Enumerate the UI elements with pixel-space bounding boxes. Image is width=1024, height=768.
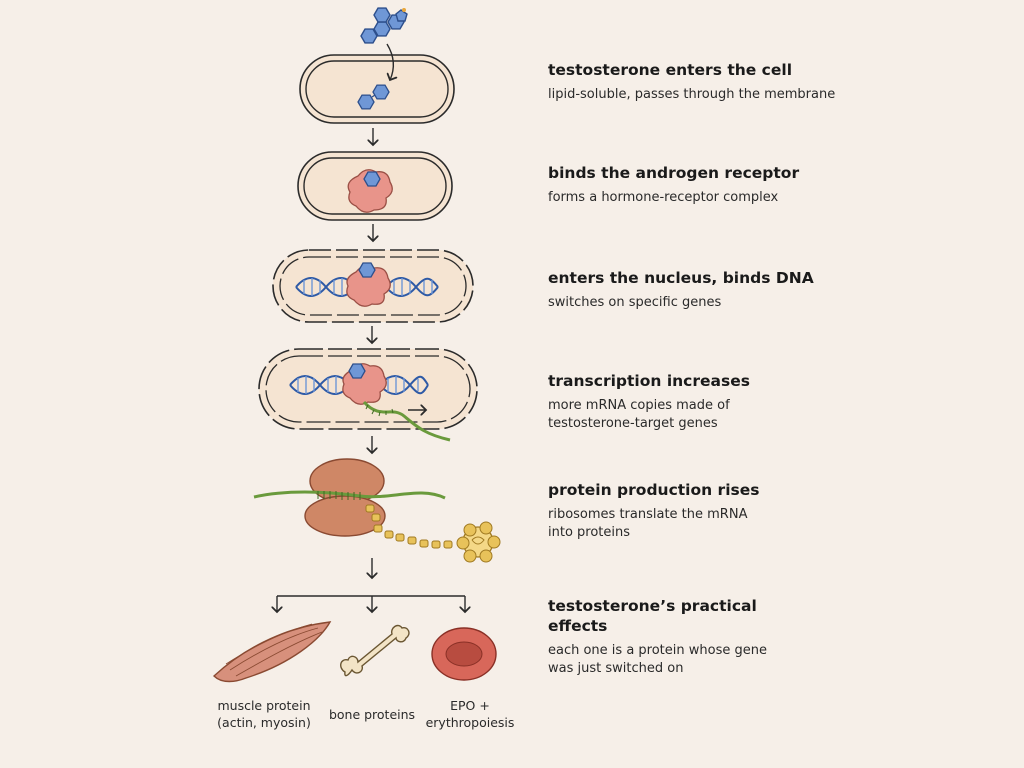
effect-label-bone: bone proteins bbox=[328, 707, 416, 722]
step-5: protein production rises ribosomes trans… bbox=[548, 480, 768, 542]
bone-icon bbox=[340, 624, 410, 677]
step-title: testosterone’s practical effects bbox=[548, 597, 757, 635]
step-3: enters the nucleus, binds DNA switches o… bbox=[548, 268, 878, 312]
folded-protein-icon bbox=[456, 521, 501, 563]
step-4: transcription increases more mRNA copies… bbox=[548, 371, 768, 433]
step-description: forms a hormone-receptor complex bbox=[548, 190, 779, 205]
testosterone-inside-icon bbox=[357, 84, 390, 110]
step-title: protein production rises bbox=[548, 481, 760, 499]
mrna-strand-ticks bbox=[365, 404, 394, 417]
step-6: testosterone’s practical effects each on… bbox=[548, 596, 788, 678]
amino-acid-chain-icon bbox=[365, 504, 453, 549]
step-title: transcription increases bbox=[548, 372, 750, 390]
step-title: binds the androgen receptor bbox=[548, 164, 800, 182]
mrna-strand-icon bbox=[362, 400, 451, 442]
hormone-receptor-complex-icon bbox=[346, 262, 391, 307]
hormone-receptor-complex-icon bbox=[342, 363, 387, 405]
mrna-codons bbox=[317, 491, 361, 500]
red-blood-cell-icon bbox=[431, 627, 497, 681]
step-title: enters the nucleus, binds DNA bbox=[548, 269, 814, 287]
testosterone-molecule-icon bbox=[360, 7, 408, 44]
step-description: ribosomes translate the mRNA into protei… bbox=[548, 507, 748, 540]
step-description: lipid-soluble, passes through the membra… bbox=[548, 87, 836, 102]
entry-arrow bbox=[387, 43, 393, 80]
step-1: testosterone enters the cell lipid-solub… bbox=[548, 60, 878, 104]
effect-label-epo: EPO + erythropoiesis bbox=[425, 698, 515, 730]
androgen-receptor-icon bbox=[347, 169, 393, 213]
branching-arrows bbox=[277, 595, 465, 612]
step-description: switches on specific genes bbox=[548, 295, 722, 310]
step-description: each one is a protein whose gene was jus… bbox=[548, 643, 767, 676]
step-description: more mRNA copies made of testosterone-ta… bbox=[548, 398, 730, 431]
muscle-icon bbox=[212, 621, 332, 683]
step-title: testosterone enters the cell bbox=[548, 61, 793, 79]
step-2: binds the androgen receptor forms a horm… bbox=[548, 163, 878, 207]
effect-label-muscle: muscle protein (actin, myosin) bbox=[217, 698, 311, 730]
